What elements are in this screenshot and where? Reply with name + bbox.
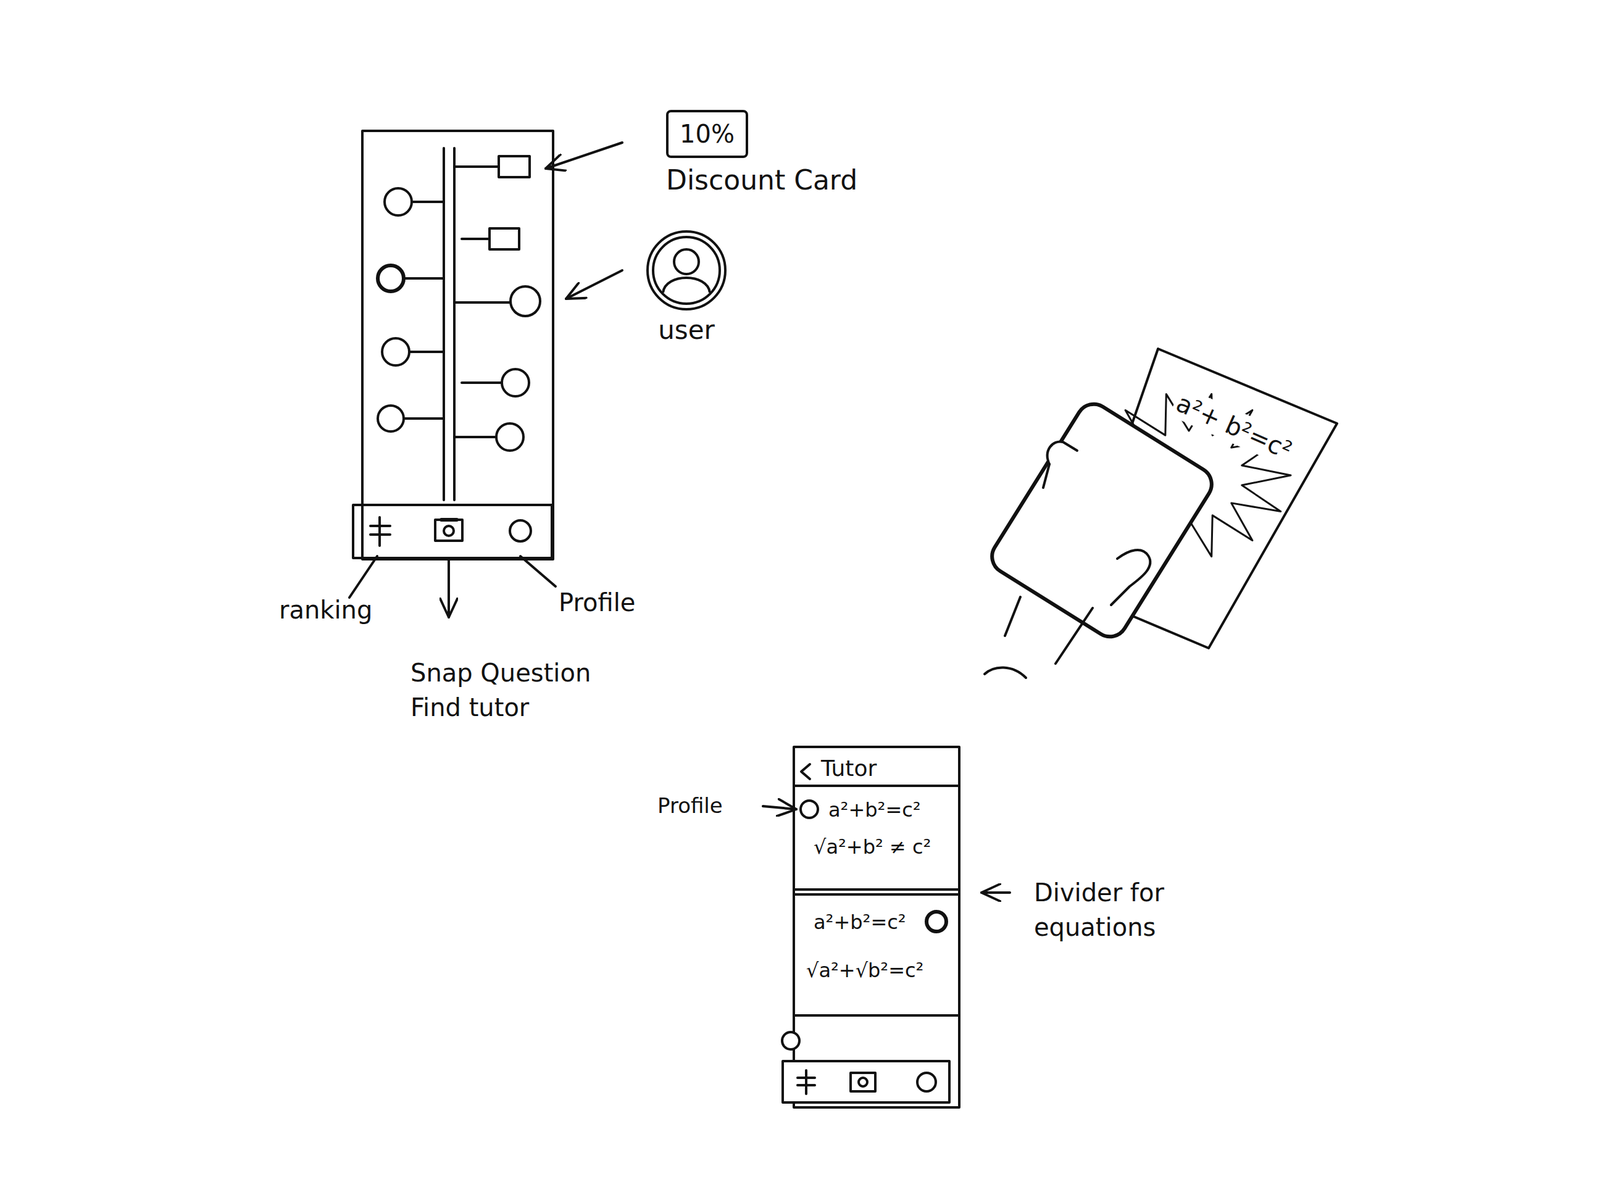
profile-label: Profile xyxy=(558,586,636,619)
discount-card: 10%Discount Card xyxy=(666,109,749,159)
equation-text: √a²+b² ≠ c² xyxy=(813,834,931,861)
screen-title: Tutor xyxy=(820,754,877,784)
profile-label: Profile xyxy=(657,791,723,820)
user-caption: user xyxy=(645,314,728,346)
ranking-label: ranking xyxy=(279,593,373,626)
divider-label: Divider for equations xyxy=(1033,875,1257,945)
phone-timeline xyxy=(349,130,623,618)
discount-value: 10% xyxy=(679,119,735,149)
snap-illustration xyxy=(984,348,1338,678)
phone-tutor xyxy=(762,746,1010,1108)
equation-text: a²+b²=c² xyxy=(828,797,921,824)
user-avatar: user xyxy=(645,229,728,312)
snap-label: Snap Question Find tutor xyxy=(410,655,633,725)
card-caption: Discount Card xyxy=(666,164,858,196)
equation-text: a²+b²=c² xyxy=(813,909,907,936)
avatar-icon xyxy=(645,229,728,312)
equation-text: √a²+√b²=c² xyxy=(806,958,924,984)
